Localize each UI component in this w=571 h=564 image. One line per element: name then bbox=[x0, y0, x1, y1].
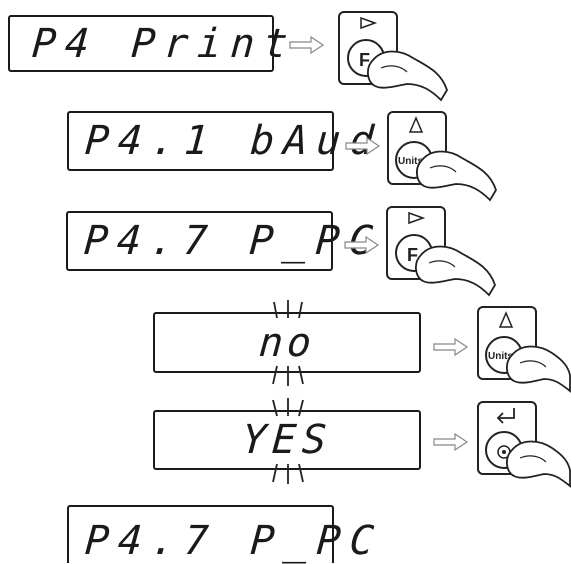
display-text: P4.7 P_PC bbox=[83, 518, 385, 564]
lcd-display-step4: no bbox=[153, 312, 421, 373]
arrow-icon bbox=[433, 433, 469, 451]
display-text: P4.7 P_PC bbox=[82, 218, 384, 264]
key-label: F bbox=[407, 245, 418, 265]
lcd-display-step5: YES bbox=[153, 410, 421, 470]
arrow-icon bbox=[344, 236, 380, 254]
lcd-display-step2: P4.1 bAud bbox=[67, 111, 384, 171]
key-label: Units bbox=[488, 351, 513, 362]
blink-marks-icon bbox=[272, 300, 304, 386]
key-label: Units bbox=[398, 156, 423, 167]
lcd-display-step1: P4 Print bbox=[8, 15, 298, 72]
arrow-icon bbox=[345, 137, 381, 155]
lcd-display-step6: P4.7 P_PC bbox=[67, 505, 384, 564]
f-key-button[interactable]: F bbox=[385, 205, 497, 304]
blink-marks-icon bbox=[272, 398, 304, 484]
units-key-button[interactable]: Units bbox=[386, 110, 498, 209]
f-key-button[interactable]: F bbox=[337, 10, 449, 109]
lcd-display-step3: P4.7 P_PC bbox=[66, 211, 383, 271]
arrow-icon bbox=[433, 338, 469, 356]
display-text: P4.1 bAud bbox=[83, 118, 385, 164]
arrow-icon bbox=[289, 36, 325, 54]
enter-key-button[interactable] bbox=[476, 400, 571, 499]
key-label: F bbox=[359, 50, 370, 70]
display-text: P4 Print bbox=[30, 20, 299, 67]
units-key-button[interactable]: Units bbox=[476, 305, 571, 404]
